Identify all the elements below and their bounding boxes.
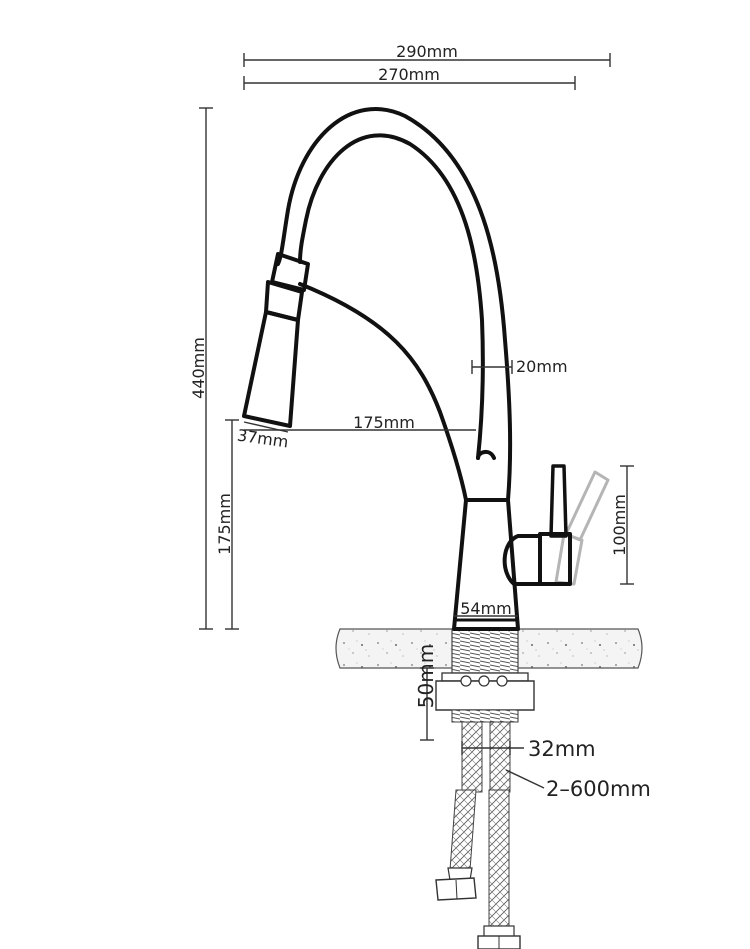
dim-handle-height: 100mm	[610, 494, 629, 556]
hose-nut-right	[477, 925, 521, 949]
dim-spray-reach: 175mm	[353, 413, 415, 432]
dim-spout-reach: 270mm	[378, 65, 440, 84]
dim-hose-diameter: 20mm	[516, 357, 568, 376]
hose-nut-left	[435, 867, 477, 901]
dim-total-reach: 290mm	[396, 42, 458, 61]
inlet-hose-left-lower	[449, 789, 477, 871]
spray-head	[242, 252, 310, 428]
dim-inlet-diameter: 32mm	[528, 737, 596, 761]
dim-total-height: 440mm	[189, 337, 208, 399]
dim-inlet-hose-length: 2–600mm	[546, 777, 651, 801]
dim-base-diameter: 54mm	[460, 599, 512, 618]
dimension-lines	[199, 53, 634, 789]
inlet-hose-right-upper	[489, 719, 511, 793]
handle	[502, 464, 572, 586]
dim-thread-length: 50mm	[414, 644, 438, 708]
dim-spray-clearance: 175mm	[215, 493, 234, 555]
inlet-hoses	[435, 719, 521, 949]
inlet-hose-right-lower	[488, 789, 510, 931]
inlet-hose-left-upper	[461, 719, 483, 793]
mounting-shank	[435, 628, 535, 723]
faucet-body	[276, 107, 520, 631]
handle-alternate-position	[554, 470, 610, 586]
